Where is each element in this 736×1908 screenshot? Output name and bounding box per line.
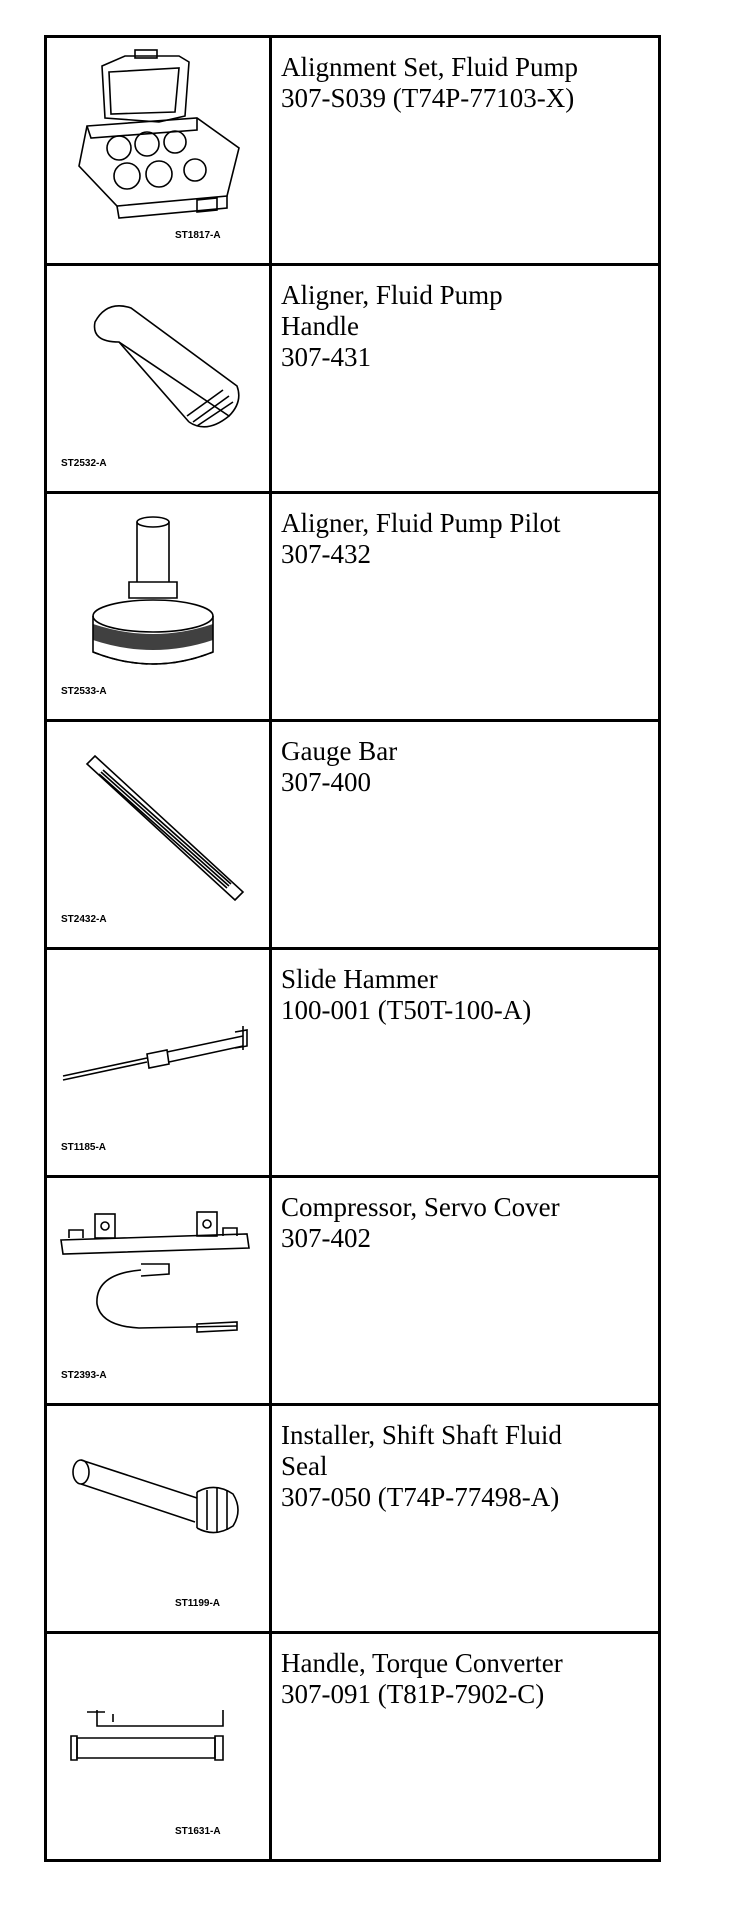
tool-illustration-cell: ST1185-A (44, 947, 272, 1178)
table-row: ST2533-A Aligner, Fluid Pump Pilot 307-4… (44, 491, 661, 722)
tool-part-number: 307-091 (T81P-7902-C) (281, 1679, 545, 1709)
tool-name: Handle, Torque Converter (281, 1648, 563, 1678)
table-row: ST1631-A Handle, Torque Converter 307-09… (44, 1631, 661, 1862)
tool-name: Alignment Set, Fluid Pump (281, 52, 579, 82)
tool-name: Slide Hammer (281, 964, 438, 994)
tool-description-cell: Alignment Set, Fluid Pump 307-S039 (T74P… (269, 35, 661, 266)
tool-description-cell: Installer, Shift Shaft Fluid Seal 307-05… (269, 1403, 661, 1634)
pump-handle-aligner-icon: ST2532-A (61, 305, 240, 469)
illustration-code: ST2432-A (61, 914, 107, 925)
tool-description-cell: Gauge Bar 307-400 (269, 719, 661, 950)
tool-illustration-cell: ST1817-A (44, 35, 272, 266)
special-tools-table: ST1817-A Alignment Set, Fluid Pump 307-S… (44, 35, 661, 1862)
table-row: ST1199-A Installer, Shift Shaft Fluid Se… (44, 1403, 661, 1634)
illustration-code: ST1185-A (61, 1142, 106, 1153)
tool-description-cell: Aligner, Fluid Pump Handle 307-431 (269, 263, 661, 494)
gauge-bar-icon: ST2432-A (61, 754, 245, 925)
table-row: ST2393-A Compressor, Servo Cover 307-402 (44, 1175, 661, 1406)
tool-illustration-cell: ST2532-A (44, 263, 272, 494)
table-row: ST2532-A Aligner, Fluid Pump Handle 307-… (44, 263, 661, 494)
table-row: ST1817-A Alignment Set, Fluid Pump 307-S… (44, 35, 661, 266)
torque-converter-handle-icon: ST1631-A (70, 1710, 224, 1837)
tool-part-number: 307-400 (281, 767, 371, 797)
table-row: ST1185-A Slide Hammer 100-001 (T50T-100-… (44, 947, 661, 1178)
illustration-code: ST2393-A (61, 1370, 107, 1381)
tool-illustration-cell: ST2533-A (44, 491, 272, 722)
tool-description-cell: Slide Hammer 100-001 (T50T-100-A) (269, 947, 661, 1178)
tool-part-number: 100-001 (T50T-100-A) (281, 995, 532, 1025)
tool-name: Aligner, Fluid Pump Pilot (281, 508, 561, 538)
tool-part-number: 307-432 (281, 539, 371, 569)
tool-illustration-cell: ST1199-A (44, 1403, 272, 1634)
slide-hammer-icon: ST1185-A (61, 1026, 248, 1153)
tool-part-number: 307-050 (T74P-77498-A) (281, 1482, 560, 1512)
tool-part-number: 307-402 (281, 1223, 371, 1253)
tool-description-cell: Handle, Torque Converter 307-091 (T81P-7… (269, 1631, 661, 1862)
illustration-code: ST1199-A (175, 1598, 220, 1609)
illustration-code: ST1817-A (175, 230, 221, 241)
illustration-code: ST2532-A (61, 458, 107, 469)
servo-cover-compressor-icon: ST2393-A (60, 1211, 250, 1381)
tool-part-number: 307-431 (281, 342, 371, 372)
tool-illustration-cell: ST2432-A (44, 719, 272, 950)
illustration-code: ST2533-A (61, 686, 107, 697)
tool-description-cell: Compressor, Servo Cover 307-402 (269, 1175, 661, 1406)
table-row: ST2432-A Gauge Bar 307-400 (44, 719, 661, 950)
tool-illustration-cell: ST2393-A (44, 1175, 272, 1406)
tool-name: Aligner, Fluid Pump Handle (281, 280, 503, 341)
tool-name: Compressor, Servo Cover (281, 1192, 560, 1222)
tool-name: Gauge Bar (281, 736, 398, 766)
illustration-code: ST1631-A (175, 1826, 221, 1837)
tool-description-cell: Aligner, Fluid Pump Pilot 307-432 (269, 491, 661, 722)
seal-installer-icon: ST1199-A (72, 1459, 239, 1609)
tool-illustration-cell: ST1631-A (44, 1631, 272, 1862)
tool-part-number: 307-S039 (T74P-77103-X) (281, 83, 575, 113)
tool-case-icon: ST1817-A (78, 49, 240, 241)
tool-name: Installer, Shift Shaft Fluid Seal (281, 1420, 562, 1481)
pump-pilot-aligner-icon: ST2533-A (61, 516, 214, 697)
